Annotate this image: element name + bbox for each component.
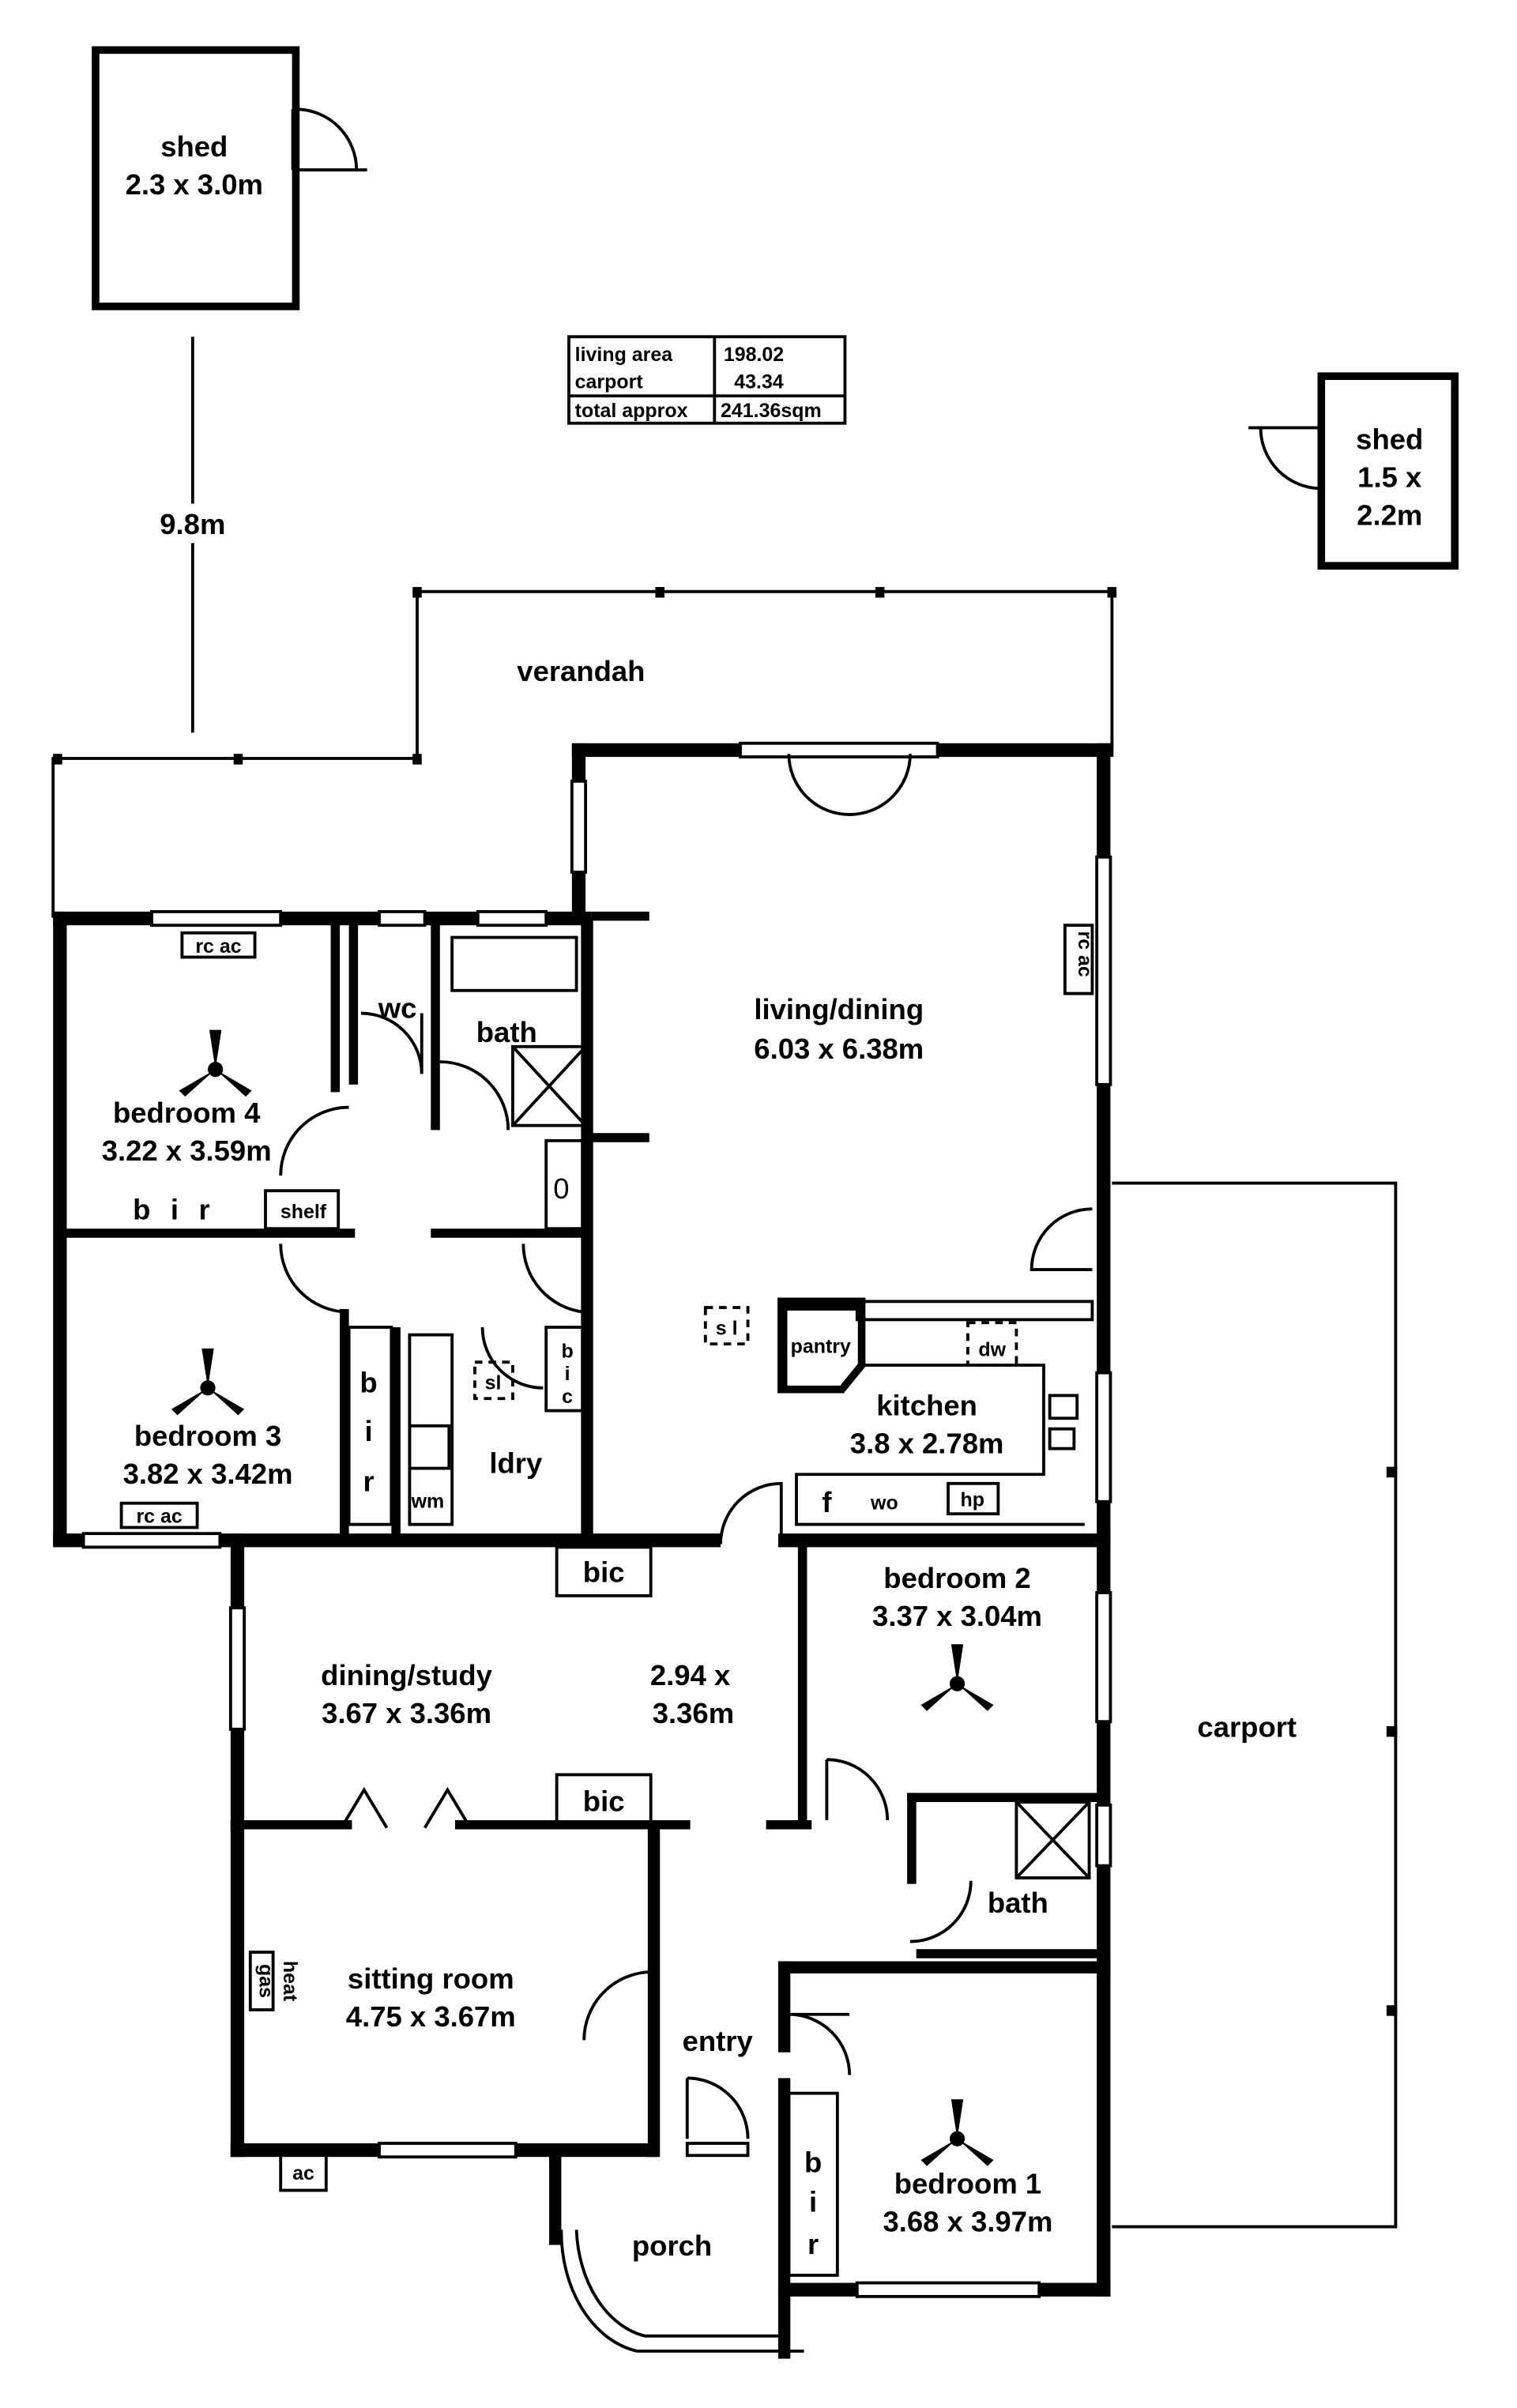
fixtures (119, 924, 1094, 2277)
gas-heater-label-2: heat (279, 1961, 301, 2001)
sitting-size: 4.75 x 3.67m (346, 2000, 516, 2033)
verandah-outline (51, 589, 1114, 918)
shed-small-door (1248, 426, 1322, 491)
area-label: living area (575, 344, 674, 366)
middle-room-size-1: 2.94 x (650, 1659, 731, 1691)
bir-label: b i r (133, 1194, 216, 1226)
doors (279, 754, 1093, 2353)
laundry-label: ldry (489, 1447, 543, 1479)
gas-heater-label-1: gas (254, 1964, 277, 1998)
ceiling-fan-icon (920, 2099, 994, 2166)
bir-r: r (363, 1465, 374, 1497)
kitchen-size: 3.8 x 2.78m (850, 1427, 1004, 1459)
bedroom3-size: 3.82 x 3.42m (123, 1458, 293, 1490)
shed-large (92, 46, 300, 310)
skylight (703, 1306, 750, 1346)
ceiling-fan-icon (920, 1644, 994, 1711)
dishwasher (966, 1321, 1018, 1367)
shed-small-size-1: 1.5 x (1357, 461, 1422, 493)
area-value: 241.36sqm (721, 400, 822, 422)
skylight-label: s l (716, 1318, 738, 1340)
hotplate (947, 1481, 1000, 1516)
area-value: 198.02 (724, 344, 784, 366)
dining-study-name: dining/study (321, 1659, 492, 1691)
kitchen-name: kitchen (876, 1389, 977, 1421)
verandah-posts (53, 587, 1117, 765)
shelf-label: shelf (280, 1201, 327, 1223)
bir-r: r (807, 2228, 819, 2260)
bath-label: bath (476, 1016, 537, 1048)
area-label: total approx (575, 400, 688, 422)
bic-b: b (561, 1340, 573, 1362)
bedroom3-name: bedroom 3 (134, 1420, 281, 1452)
rc-ac-label: rc ac (136, 1506, 182, 1528)
washing-machine-label: wm (411, 1490, 445, 1512)
bedroom2-name: bedroom 2 (883, 1562, 1030, 1594)
middle-room-size-2: 3.36m (653, 1697, 734, 1729)
shed-small-name: shed (1356, 423, 1423, 455)
carport-outline (1112, 1181, 1398, 2229)
rc-ac-label: rc ac (195, 935, 241, 958)
bir-b: b (804, 2146, 822, 2178)
area-label: carport (575, 371, 643, 393)
bic-label: bic (583, 1785, 625, 1817)
bedroom4-name: bedroom 4 (113, 1097, 261, 1129)
ac-label: ac (292, 2162, 314, 2184)
shed-small-size-2: 2.2m (1357, 499, 1422, 531)
dishwasher-label: dw (978, 1338, 1006, 1360)
entry-label: entry (683, 2025, 754, 2057)
pantry-outline (777, 1297, 866, 1394)
living-size: 6.03 x 6.38m (754, 1033, 924, 1065)
distance-label: 9.8m (160, 508, 225, 540)
area-value: 43.34 (734, 371, 784, 393)
bedroom1-size: 3.68 x 3.97m (883, 2205, 1052, 2237)
bir-i: i (364, 1415, 372, 1447)
bir-b: b (359, 1367, 377, 1399)
sitting-name: sitting room (348, 1962, 514, 1995)
area-table: living area 198.02 carport 43.34 total a… (567, 335, 847, 425)
ceiling-fan-icon (179, 1029, 252, 1097)
shed-large-size: 2.3 x 3.0m (126, 168, 263, 201)
shed-large-name: shed (160, 130, 228, 163)
dining-study-size: 3.67 x 3.36m (322, 1697, 491, 1729)
pantry-label: pantry (791, 1336, 851, 1358)
living-name: living/dining (754, 993, 924, 1025)
bath2-label: bath (988, 1887, 1048, 1919)
fridge-label: f (822, 1486, 832, 1518)
rc-ac-label: rc ac (1074, 931, 1096, 977)
bedroom2-size: 3.37 x 3.04m (872, 1600, 1042, 1632)
bir-i: i (809, 2185, 817, 2218)
skylight-laundry-label: sl (485, 1372, 502, 1394)
bic-label: bic (583, 1556, 625, 1589)
wc-label: wc (378, 991, 417, 1024)
bic-c: c (562, 1386, 573, 1408)
carport-posts (1386, 1466, 1398, 2016)
wall-oven-label: wo (870, 1492, 898, 1514)
toilet-symbol: 0 (553, 1172, 569, 1205)
hotplate-label: hp (960, 1489, 984, 1511)
verandah-label: verandah (517, 655, 645, 687)
shed-door (291, 107, 367, 171)
bic-i: i (565, 1363, 570, 1385)
ceiling-fan-icon (171, 1348, 245, 1416)
skylight-laundry (473, 1360, 514, 1401)
windows (81, 741, 1112, 2298)
bedroom1-name: bedroom 1 (894, 2167, 1041, 2199)
bedroom4-size: 3.22 x 3.59m (102, 1134, 272, 1167)
carport-label: carport (1197, 1710, 1297, 1743)
porch-label: porch (632, 2229, 712, 2262)
